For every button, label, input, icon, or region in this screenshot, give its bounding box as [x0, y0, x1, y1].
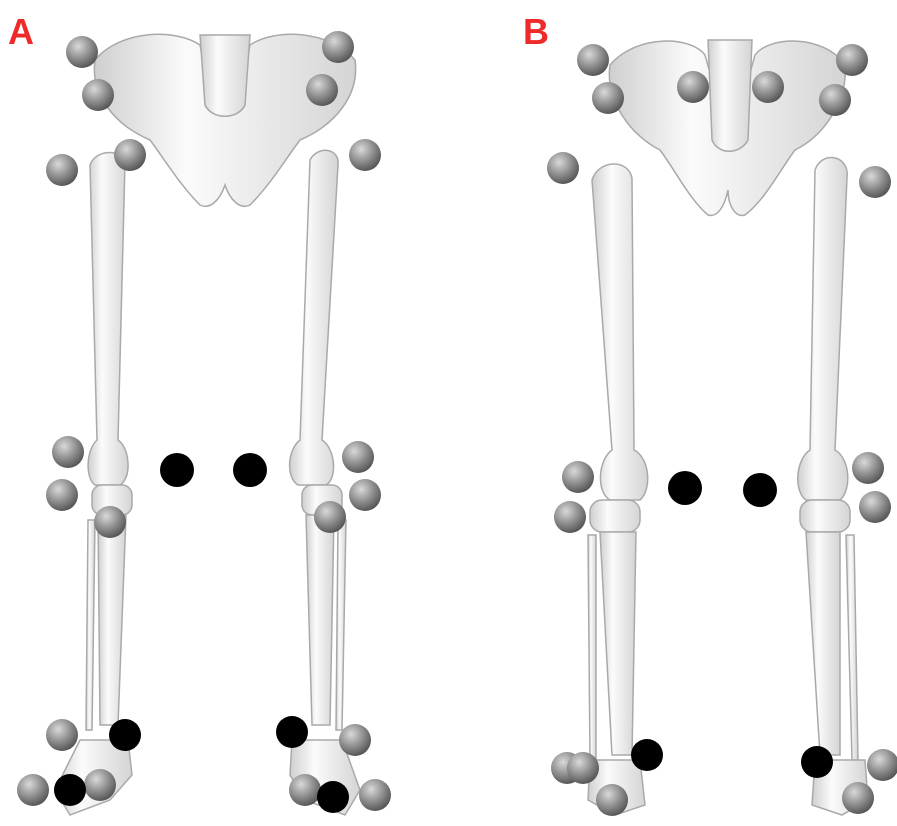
tibia-right-b: [806, 532, 840, 755]
black-marker: [276, 716, 308, 748]
black-marker: [631, 739, 663, 771]
gray-sphere-marker: [859, 166, 891, 198]
gray-sphere-marker: [349, 139, 381, 171]
gray-sphere-marker: [359, 779, 391, 811]
skeleton-panel-a: [55, 34, 360, 815]
gray-sphere-marker: [349, 479, 381, 511]
gray-sphere-marker: [852, 452, 884, 484]
gray-sphere-marker: [306, 74, 338, 106]
tibia-left-a: [98, 515, 126, 725]
gray-sphere-marker: [94, 506, 126, 538]
gray-sphere-marker: [677, 71, 709, 103]
fibula-left-b: [588, 535, 596, 760]
femur-right-b: [798, 158, 848, 500]
gray-sphere-marker: [84, 769, 116, 801]
black-marker: [317, 781, 349, 813]
gray-sphere-marker: [567, 752, 599, 784]
black-marker: [54, 774, 86, 806]
gray-sphere-marker: [17, 774, 49, 806]
gray-sphere-marker: [82, 79, 114, 111]
gray-sphere-marker: [554, 501, 586, 533]
tibia-right-a: [306, 515, 334, 725]
gray-sphere-marker: [547, 152, 579, 184]
gray-sphere-marker: [314, 501, 346, 533]
gray-sphere-marker: [842, 782, 874, 814]
fibula-left-a: [86, 520, 95, 730]
gray-sphere-marker: [289, 774, 321, 806]
femur-left-b: [592, 164, 648, 500]
black-marker: [743, 473, 777, 507]
gray-sphere-marker: [52, 436, 84, 468]
gray-sphere-marker: [46, 479, 78, 511]
femur-right-a: [290, 150, 339, 485]
gray-sphere-marker: [114, 139, 146, 171]
gray-sphere-marker: [867, 749, 897, 781]
black-marker: [233, 453, 267, 487]
black-marker: [801, 746, 833, 778]
gray-sphere-marker: [339, 724, 371, 756]
gray-sphere-marker: [577, 44, 609, 76]
black-marker: [109, 719, 141, 751]
gray-sphere-marker: [859, 491, 891, 523]
gray-sphere-marker: [322, 31, 354, 63]
gray-sphere-marker: [562, 461, 594, 493]
fibula-right-b: [846, 535, 858, 760]
fibula-right-a: [336, 520, 346, 730]
black-marker: [160, 453, 194, 487]
gray-sphere-marker: [596, 784, 628, 816]
tibia-head-left-b: [590, 500, 640, 532]
black-marker: [668, 471, 702, 505]
skeleton-panel-b: [588, 40, 868, 815]
gray-sphere-marker: [342, 441, 374, 473]
gray-sphere-marker: [592, 82, 624, 114]
gray-sphere-marker: [46, 719, 78, 751]
femur-left-a: [88, 153, 128, 485]
gray-sphere-marker: [46, 154, 78, 186]
gray-sphere-marker: [819, 84, 851, 116]
tibia-head-right-b: [800, 500, 850, 532]
sacrum-a: [200, 35, 250, 116]
tibia-left-b: [600, 532, 636, 755]
sacrum-b: [708, 40, 752, 151]
gray-sphere-marker: [836, 44, 868, 76]
gray-sphere-marker: [752, 71, 784, 103]
gray-sphere-marker: [66, 36, 98, 68]
